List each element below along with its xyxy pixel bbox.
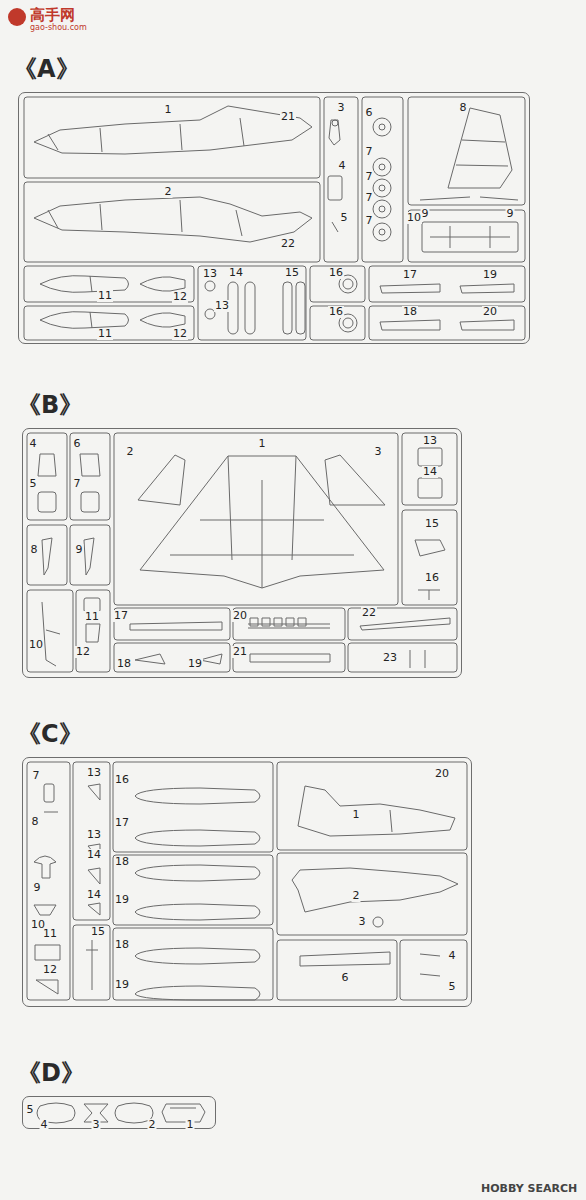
callout-number: 11	[84, 611, 100, 623]
callout-number: 14	[422, 466, 438, 478]
callout-number: 2	[126, 446, 135, 458]
callout-number: 12	[42, 964, 58, 976]
callout-number: 18	[402, 306, 418, 318]
callout-number: 19	[187, 658, 203, 670]
sprue-frame: 《A》	[18, 92, 530, 344]
callout-number: 3	[92, 1119, 101, 1131]
callout-number: 1	[258, 438, 267, 450]
callout-number: 2	[148, 1119, 157, 1131]
sprue-frame: 《B》	[22, 428, 462, 678]
callout-number: 11	[97, 328, 113, 340]
callout-number: 6	[365, 107, 374, 119]
callout-number: 18	[114, 939, 130, 951]
sprue-letter: 《A》	[13, 53, 80, 85]
callout-number: 12	[75, 646, 91, 658]
callout-number: 13	[214, 300, 230, 312]
callout-number: 3	[337, 102, 346, 114]
callout-number: 7	[73, 478, 82, 490]
callout-number: 7	[365, 215, 374, 227]
callout-number: 8	[31, 816, 40, 828]
callout-number: 17	[113, 610, 129, 622]
callout-number: 22	[280, 238, 296, 250]
callout-number: 4	[338, 160, 347, 172]
callout-number: 16	[328, 306, 344, 318]
callout-number: 2	[164, 186, 173, 198]
callout-number: 7	[32, 770, 41, 782]
callout-number: 18	[116, 658, 132, 670]
callout-number: 7	[365, 146, 374, 158]
callout-number: 1	[186, 1119, 195, 1131]
callout-number: 9	[506, 208, 515, 220]
callout-number: 20	[434, 768, 450, 780]
callout-number: 4	[29, 438, 38, 450]
callout-number: 8	[30, 544, 39, 556]
callout-number: 13	[422, 435, 438, 447]
callout-number: 21	[280, 111, 296, 123]
callout-number: 17	[114, 817, 130, 829]
callout-number: 10	[28, 639, 44, 651]
callout-number: 6	[341, 972, 350, 984]
watermark: HOBBY SEARCH	[480, 1182, 578, 1195]
callout-number: 11	[42, 928, 58, 940]
callout-number: 5	[340, 212, 349, 224]
callout-number: 1	[352, 809, 361, 821]
callout-number: 16	[114, 774, 130, 786]
callout-number: 5	[29, 478, 38, 490]
callout-number: 5	[448, 981, 457, 993]
callout-number: 19	[482, 269, 498, 281]
callout-number: 11	[97, 290, 113, 302]
callout-number: 22	[361, 607, 377, 619]
callout-number: 8	[459, 102, 468, 114]
sprue-letter: 《D》	[17, 1057, 85, 1089]
callout-number: 19	[114, 894, 130, 906]
callout-number: 5	[26, 1104, 35, 1116]
callout-number: 14	[86, 889, 102, 901]
callout-number: 16	[424, 572, 440, 584]
callout-number: 9	[75, 544, 84, 556]
callout-number: 1	[164, 104, 173, 116]
callout-number: 16	[328, 267, 344, 279]
callout-number: 17	[402, 269, 418, 281]
callout-number: 18	[114, 856, 130, 868]
callout-number: 4	[40, 1119, 49, 1131]
callout-number: 13	[86, 829, 102, 841]
sprue-frame: 《C》	[22, 757, 472, 1007]
callout-number: 12	[172, 291, 188, 303]
watermark: 高手网	[29, 6, 76, 25]
callout-number: 13	[202, 268, 218, 280]
callout-number: 20	[232, 610, 248, 622]
callout-number: 4	[448, 950, 457, 962]
callout-number: 12	[172, 328, 188, 340]
sprue-letter: 《B》	[17, 389, 83, 421]
callout-number: 7	[365, 171, 374, 183]
callout-number: 15	[424, 518, 440, 530]
callout-number: 13	[86, 767, 102, 779]
callout-number: 3	[374, 446, 383, 458]
callout-number: 2	[352, 890, 361, 902]
callout-number: 19	[114, 979, 130, 991]
callout-number: 23	[382, 652, 398, 664]
callout-number: 7	[365, 192, 374, 204]
callout-number: 20	[482, 306, 498, 318]
callout-number: 3	[358, 916, 367, 928]
callout-number: 21	[232, 646, 248, 658]
watermark: gao-shou.com	[29, 23, 88, 32]
callout-number: 9	[33, 882, 42, 894]
sprue-letter: 《C》	[17, 718, 83, 750]
callout-number: 14	[228, 267, 244, 279]
callout-number: 6	[73, 438, 82, 450]
callout-number: 15	[90, 926, 106, 938]
callout-number: 15	[284, 267, 300, 279]
callout-number: 10	[406, 212, 422, 224]
callout-number: 14	[86, 849, 102, 861]
